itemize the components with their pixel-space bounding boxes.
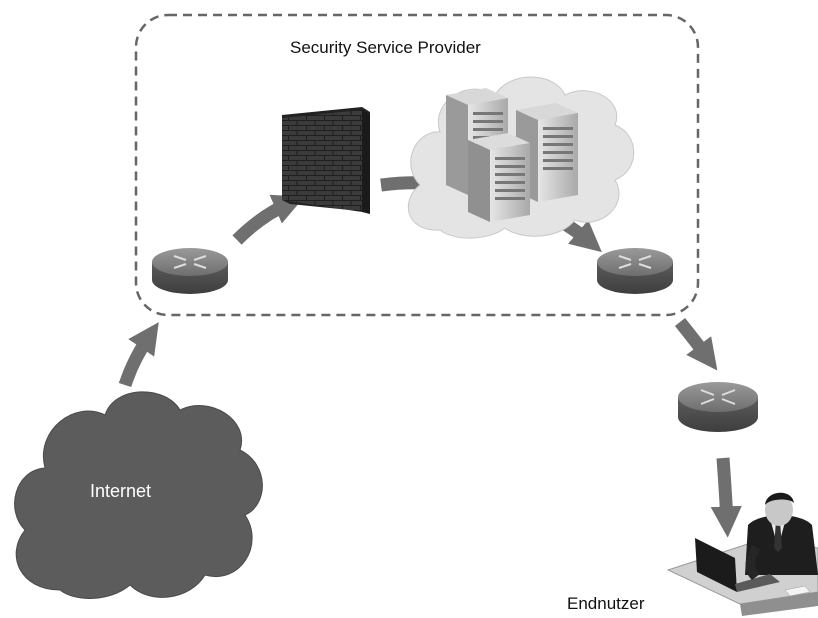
router-icon (597, 248, 673, 294)
end-user-label: Endnutzer (567, 594, 645, 613)
internet-label: Internet (90, 481, 152, 501)
firewall-icon (282, 107, 370, 214)
router-icon (152, 248, 228, 294)
server-rack-icon (446, 88, 578, 222)
internet-cloud-icon (14, 391, 263, 599)
end-user-icon (666, 492, 818, 616)
arrow-router-to-router (674, 317, 718, 371)
arrow-router-to-user (710, 457, 742, 538)
provider-boundary (134, 13, 700, 317)
router-icon (678, 382, 758, 432)
provider-label: Security Service Provider (290, 38, 481, 57)
arrow-internet-to-router (118, 322, 159, 388)
arrow-router-to-firewall (232, 194, 305, 245)
